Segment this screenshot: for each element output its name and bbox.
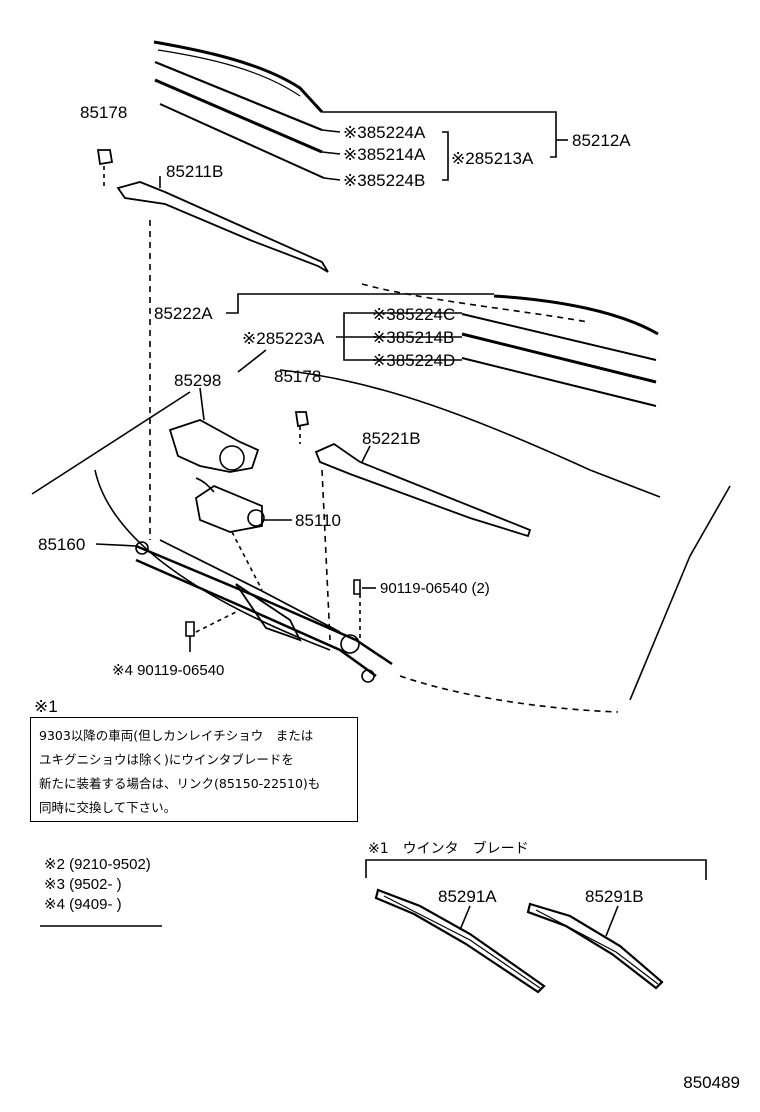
label-85222A: 85222A (154, 304, 213, 323)
lower-blade-rubber-3 (461, 357, 657, 407)
windshield-bottom (399, 675, 619, 713)
label-85224C: ※385224C (372, 305, 456, 324)
label-85223A: ※285223A (242, 329, 325, 348)
leader-85221B (361, 445, 371, 463)
leader-85298 (237, 349, 267, 373)
pivot-right-base (361, 669, 375, 683)
windshield-outline (31, 391, 191, 495)
note-line-2: ユキグニショウは除く)にウインタブレードを (39, 752, 294, 767)
windshield-curve (94, 469, 331, 651)
bolt-left (185, 621, 195, 637)
label-85211B: 85211B (166, 162, 224, 181)
label-85221B: 85221B (362, 429, 421, 448)
lower-blade-rubber-1 (461, 313, 657, 361)
leader-85213A-right (322, 111, 557, 158)
arm-85221B (314, 442, 532, 538)
label-85291A: 85291A (438, 887, 497, 906)
label-85224B: ※385224B (343, 171, 426, 190)
label-90119-2: 90119-06540 (2) (380, 580, 490, 597)
winter-blade-A-inner (383, 895, 541, 989)
label-85178-top: 85178 (80, 103, 128, 122)
arm-85211B (116, 181, 329, 273)
dash-motor-link (231, 531, 263, 591)
label-85212A: 85212A (572, 131, 631, 150)
note-line-1: 9303以降の車両(但しカンレイチショウ または (39, 728, 314, 743)
motor-85298 (168, 419, 260, 473)
top-blade-rubber-1 (154, 60, 323, 132)
top-blade-rail (157, 49, 301, 97)
label-90119-4: ※4 90119-06540 (112, 662, 225, 679)
label-85160: 85160 (38, 535, 86, 554)
winter-blade-A (374, 888, 546, 994)
period-2: ※2 (9210-9502) (44, 856, 151, 873)
motor-85110-cap (247, 509, 265, 527)
note-line-3: 新たに装着する場合は、リンク(85150-22510)も (39, 776, 321, 791)
motor-wire (195, 477, 215, 493)
windshield-top-dashed (361, 283, 589, 323)
link-rod-mid (159, 539, 341, 633)
label-85213A: ※285213A (451, 149, 534, 168)
top-blade-rubber-3 (159, 103, 325, 179)
bolt-right (353, 579, 361, 595)
label-85224A: ※385224A (343, 123, 426, 142)
winter-blade-B-inner (535, 909, 659, 985)
note-box: 9303以降の車両(但しカンレイチショウ または ユキグニショウは除く)にウイン… (30, 717, 358, 822)
winter-bracket (365, 859, 707, 880)
pivot-right (340, 634, 360, 654)
link-rod-upper (135, 544, 393, 666)
label-85291B: 85291B (585, 887, 644, 906)
lower-blade (493, 294, 659, 336)
bracket-85213A (442, 131, 449, 181)
leader-85214A (321, 151, 341, 155)
link-crank (235, 583, 302, 642)
note-line-4: 同時に交換して下さい。 (39, 800, 177, 815)
lower-blade-rubber-2 (461, 332, 657, 384)
period-4: ※4 (9409- ) (44, 896, 122, 913)
leader-85298b (199, 387, 205, 421)
label-85110: 85110 (295, 511, 342, 530)
pivot-left (135, 541, 149, 555)
label-85178-mid: 85178 (274, 367, 322, 386)
windshield-right (629, 485, 731, 701)
top-blade (153, 40, 324, 114)
leader-85291A (459, 905, 471, 931)
period-3: ※3 (9502- ) (44, 876, 122, 893)
leader-85291B (605, 905, 619, 937)
bracket-85223A (336, 312, 462, 361)
nut-85178-top (96, 149, 114, 166)
leader-85224B (323, 177, 341, 181)
diagram-id: 850489 (683, 1073, 740, 1092)
label-85214A: ※385214A (343, 145, 426, 164)
label-85224D: ※385224D (372, 351, 456, 370)
nut-85178-mid (294, 411, 310, 428)
label-85214B: ※385214B (372, 328, 455, 347)
winter-blade-B (526, 902, 664, 990)
label-85298: 85298 (174, 371, 222, 390)
winter-blade-title: ※1 ウインタ ブレード (368, 841, 529, 857)
motor-85110 (195, 484, 263, 533)
windshield-edge-right (589, 469, 661, 498)
leader-85160 (95, 543, 137, 547)
dash-arm-right (321, 469, 331, 641)
bracket-85222A (226, 293, 494, 314)
dash-bolt-left (195, 609, 241, 633)
windshield-edge-top (279, 369, 591, 471)
motor-cap (219, 445, 245, 471)
note-heading: ※1 (34, 697, 58, 716)
top-blade-rubber-2 (154, 78, 323, 154)
leader-85224A (321, 129, 341, 133)
